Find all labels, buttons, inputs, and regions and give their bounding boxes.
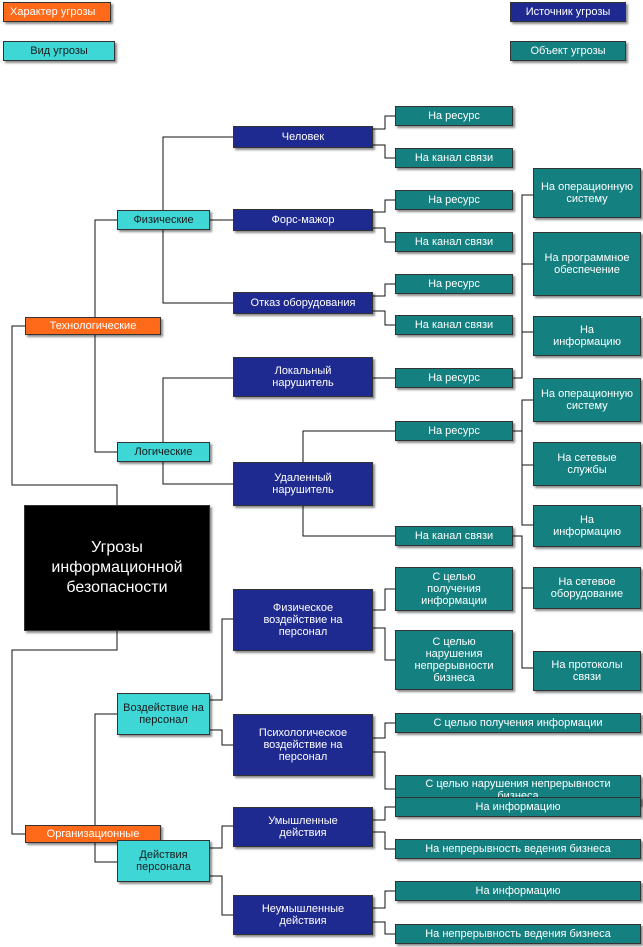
character-technological: Технологические	[25, 317, 161, 335]
kind-personnel-actions: Действия персонала	[117, 840, 210, 882]
object-int-info: На информацию	[395, 797, 641, 817]
object-unint-continuity: На непрерывность ведения бизнеса	[395, 924, 641, 944]
source-equipment-failure: Отказ оборудования	[233, 292, 373, 314]
target-software: На программное обеспечение	[533, 232, 641, 296]
target-net-services: На сетевые службы	[533, 442, 641, 486]
object-phys-disrupt: С целью нарушения непрерывности бизнеса	[395, 630, 513, 690]
target-info-2: На информацию	[533, 505, 641, 547]
target-protocols: На протоколы связи	[533, 651, 641, 691]
object-local-resource: На ресурс	[395, 368, 513, 388]
object-remote-resource: На ресурс	[395, 421, 513, 441]
legend-kind: Вид угрозы	[3, 41, 115, 61]
kind-logical: Логические	[117, 442, 210, 462]
target-os-2: На операционную систему	[533, 378, 641, 422]
source-physical-impact: Физическое воздействие на персонал	[233, 589, 373, 651]
target-info-1: На информацию	[533, 316, 641, 356]
object-fm-channel: На канал связи	[395, 232, 513, 252]
target-os-1: На операционную систему	[533, 168, 641, 218]
object-human-channel: На канал связи	[395, 148, 513, 168]
object-human-resource: На ресурс	[395, 106, 513, 126]
object-remote-channel: На канал связи	[395, 526, 513, 546]
object-psych-obtain: С целью получения информации	[395, 713, 641, 733]
kind-physical: Физические	[117, 210, 210, 230]
legend-source: Источник угрозы	[510, 2, 626, 22]
source-human: Человек	[233, 126, 373, 148]
object-fm-resource: На ресурс	[395, 190, 513, 210]
object-phys-obtain: С целью получения информации	[395, 567, 513, 611]
source-psychological-impact: Психологическое воздействие на персонал	[233, 714, 373, 776]
target-net-equipment: На сетевое оборудование	[533, 567, 641, 609]
object-int-continuity: На непрерывность ведения бизнеса	[395, 839, 641, 859]
legend-object: Объект угрозы	[510, 41, 626, 61]
kind-personnel-impact: Воздействие на персонал	[117, 693, 210, 735]
source-unintentional: Неумышленные действия	[233, 895, 373, 935]
source-force-majeure: Форс-мажор	[233, 209, 373, 231]
root-threats: Угрозы информационной безопасности	[24, 505, 210, 631]
legend-character: Характер угрозы	[3, 2, 111, 22]
source-remote-intruder: Удаленный нарушитель	[233, 462, 373, 506]
source-intentional: Умышленные действия	[233, 807, 373, 847]
object-eq-channel: На канал связи	[395, 315, 513, 335]
object-unint-info: На информацию	[395, 881, 641, 901]
character-organizational: Организационные	[25, 825, 161, 843]
source-local-intruder: Локальный нарушитель	[233, 357, 373, 397]
object-eq-resource: На ресурс	[395, 274, 513, 294]
